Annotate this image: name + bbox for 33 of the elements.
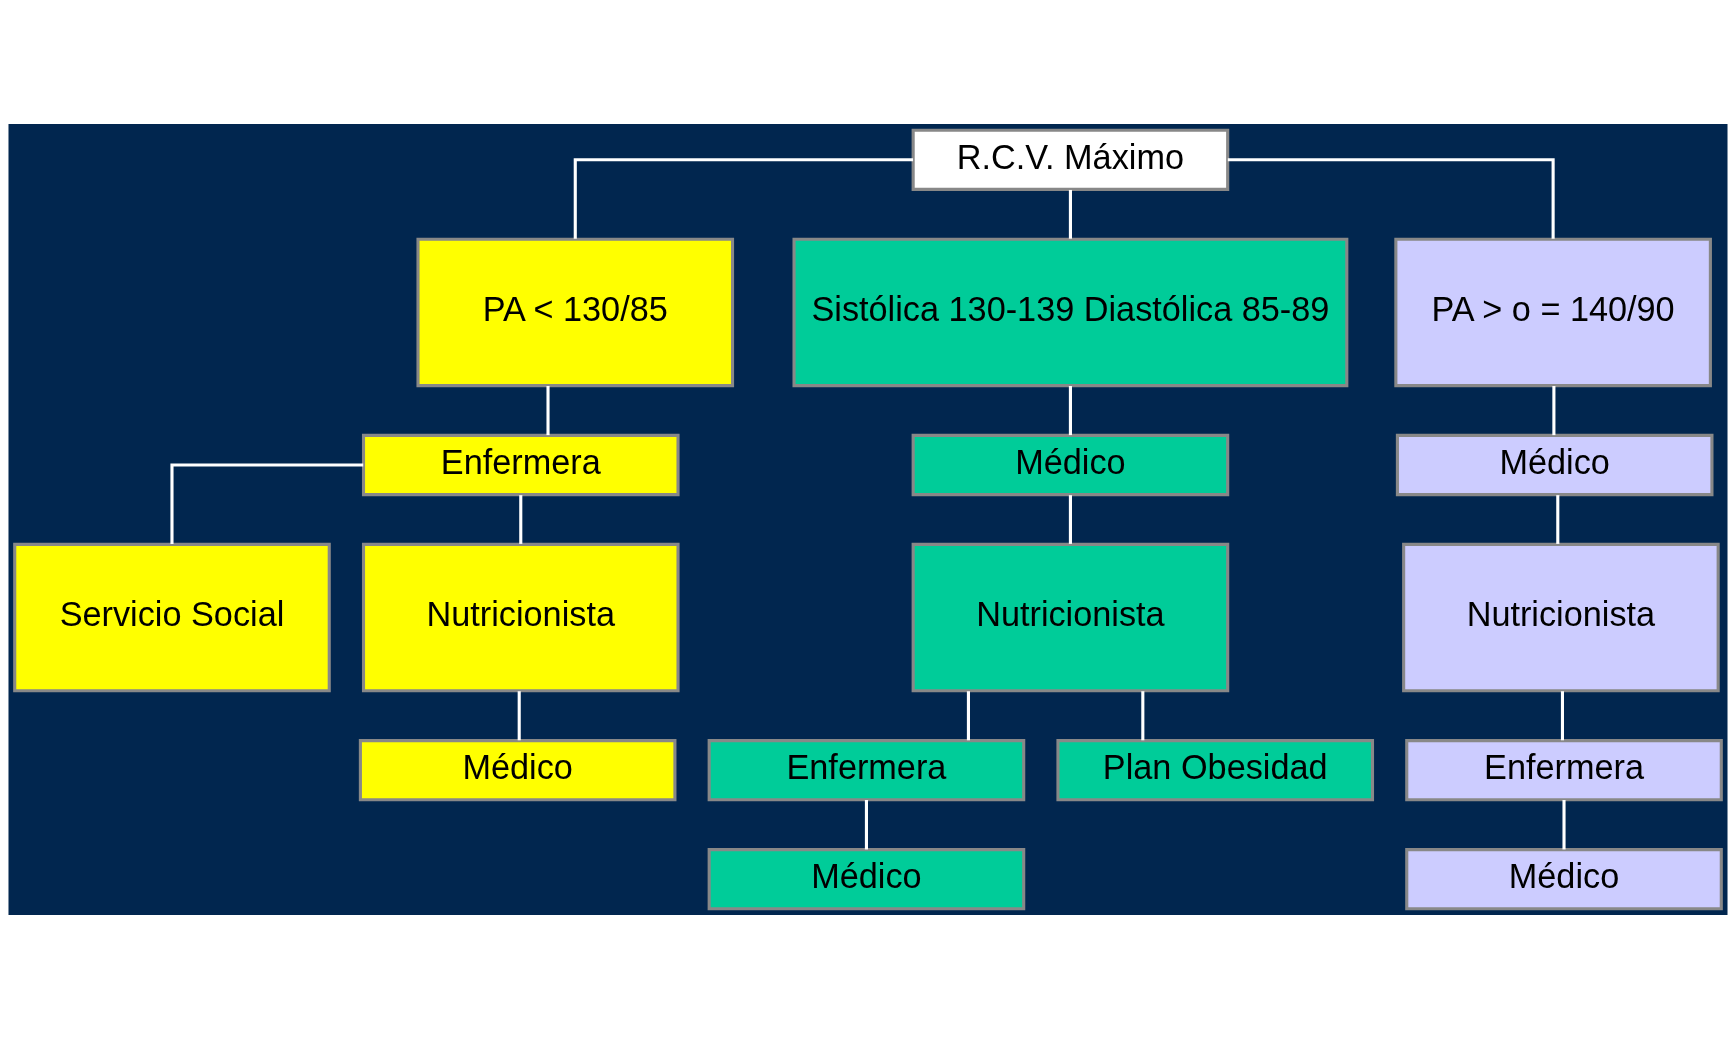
connector xyxy=(1560,691,1564,741)
node-box: Enfermera xyxy=(707,739,1026,802)
node-box: PA > o = 140/90 xyxy=(1394,237,1712,388)
node-box: Nutricionista xyxy=(1402,542,1720,693)
connector xyxy=(1141,691,1145,741)
connector xyxy=(864,800,868,850)
connector xyxy=(519,495,523,544)
node-box: Médico xyxy=(1405,848,1723,911)
connector xyxy=(1227,158,1555,239)
node-box: Nutricionista xyxy=(911,542,1230,693)
node-box: Enfermera xyxy=(361,433,680,497)
node-box: PA < 130/85 xyxy=(416,237,735,388)
connector xyxy=(1068,495,1072,544)
node-box: Sistólica 130-139 Diastólica 85-89 xyxy=(792,237,1349,388)
connector xyxy=(1562,800,1566,850)
connector xyxy=(1556,495,1560,544)
connector xyxy=(1068,189,1072,239)
connector xyxy=(573,158,914,239)
connector xyxy=(1552,386,1556,436)
node-box: Médico xyxy=(358,739,677,802)
connector xyxy=(517,691,521,741)
node-box: Médico xyxy=(707,848,1026,911)
node-box: Enfermera xyxy=(1405,739,1723,802)
connector xyxy=(966,691,970,741)
node-box: Médico xyxy=(911,433,1230,497)
node-box: Nutricionista xyxy=(361,542,680,693)
node-box: Médico xyxy=(1395,433,1714,497)
connector xyxy=(546,386,550,436)
node-box: Servicio Social xyxy=(13,542,331,693)
node-box: Plan Obesidad xyxy=(1056,739,1375,802)
connector xyxy=(1068,386,1072,436)
node-box: R.C.V. Máximo xyxy=(911,128,1230,191)
connector xyxy=(170,463,364,544)
